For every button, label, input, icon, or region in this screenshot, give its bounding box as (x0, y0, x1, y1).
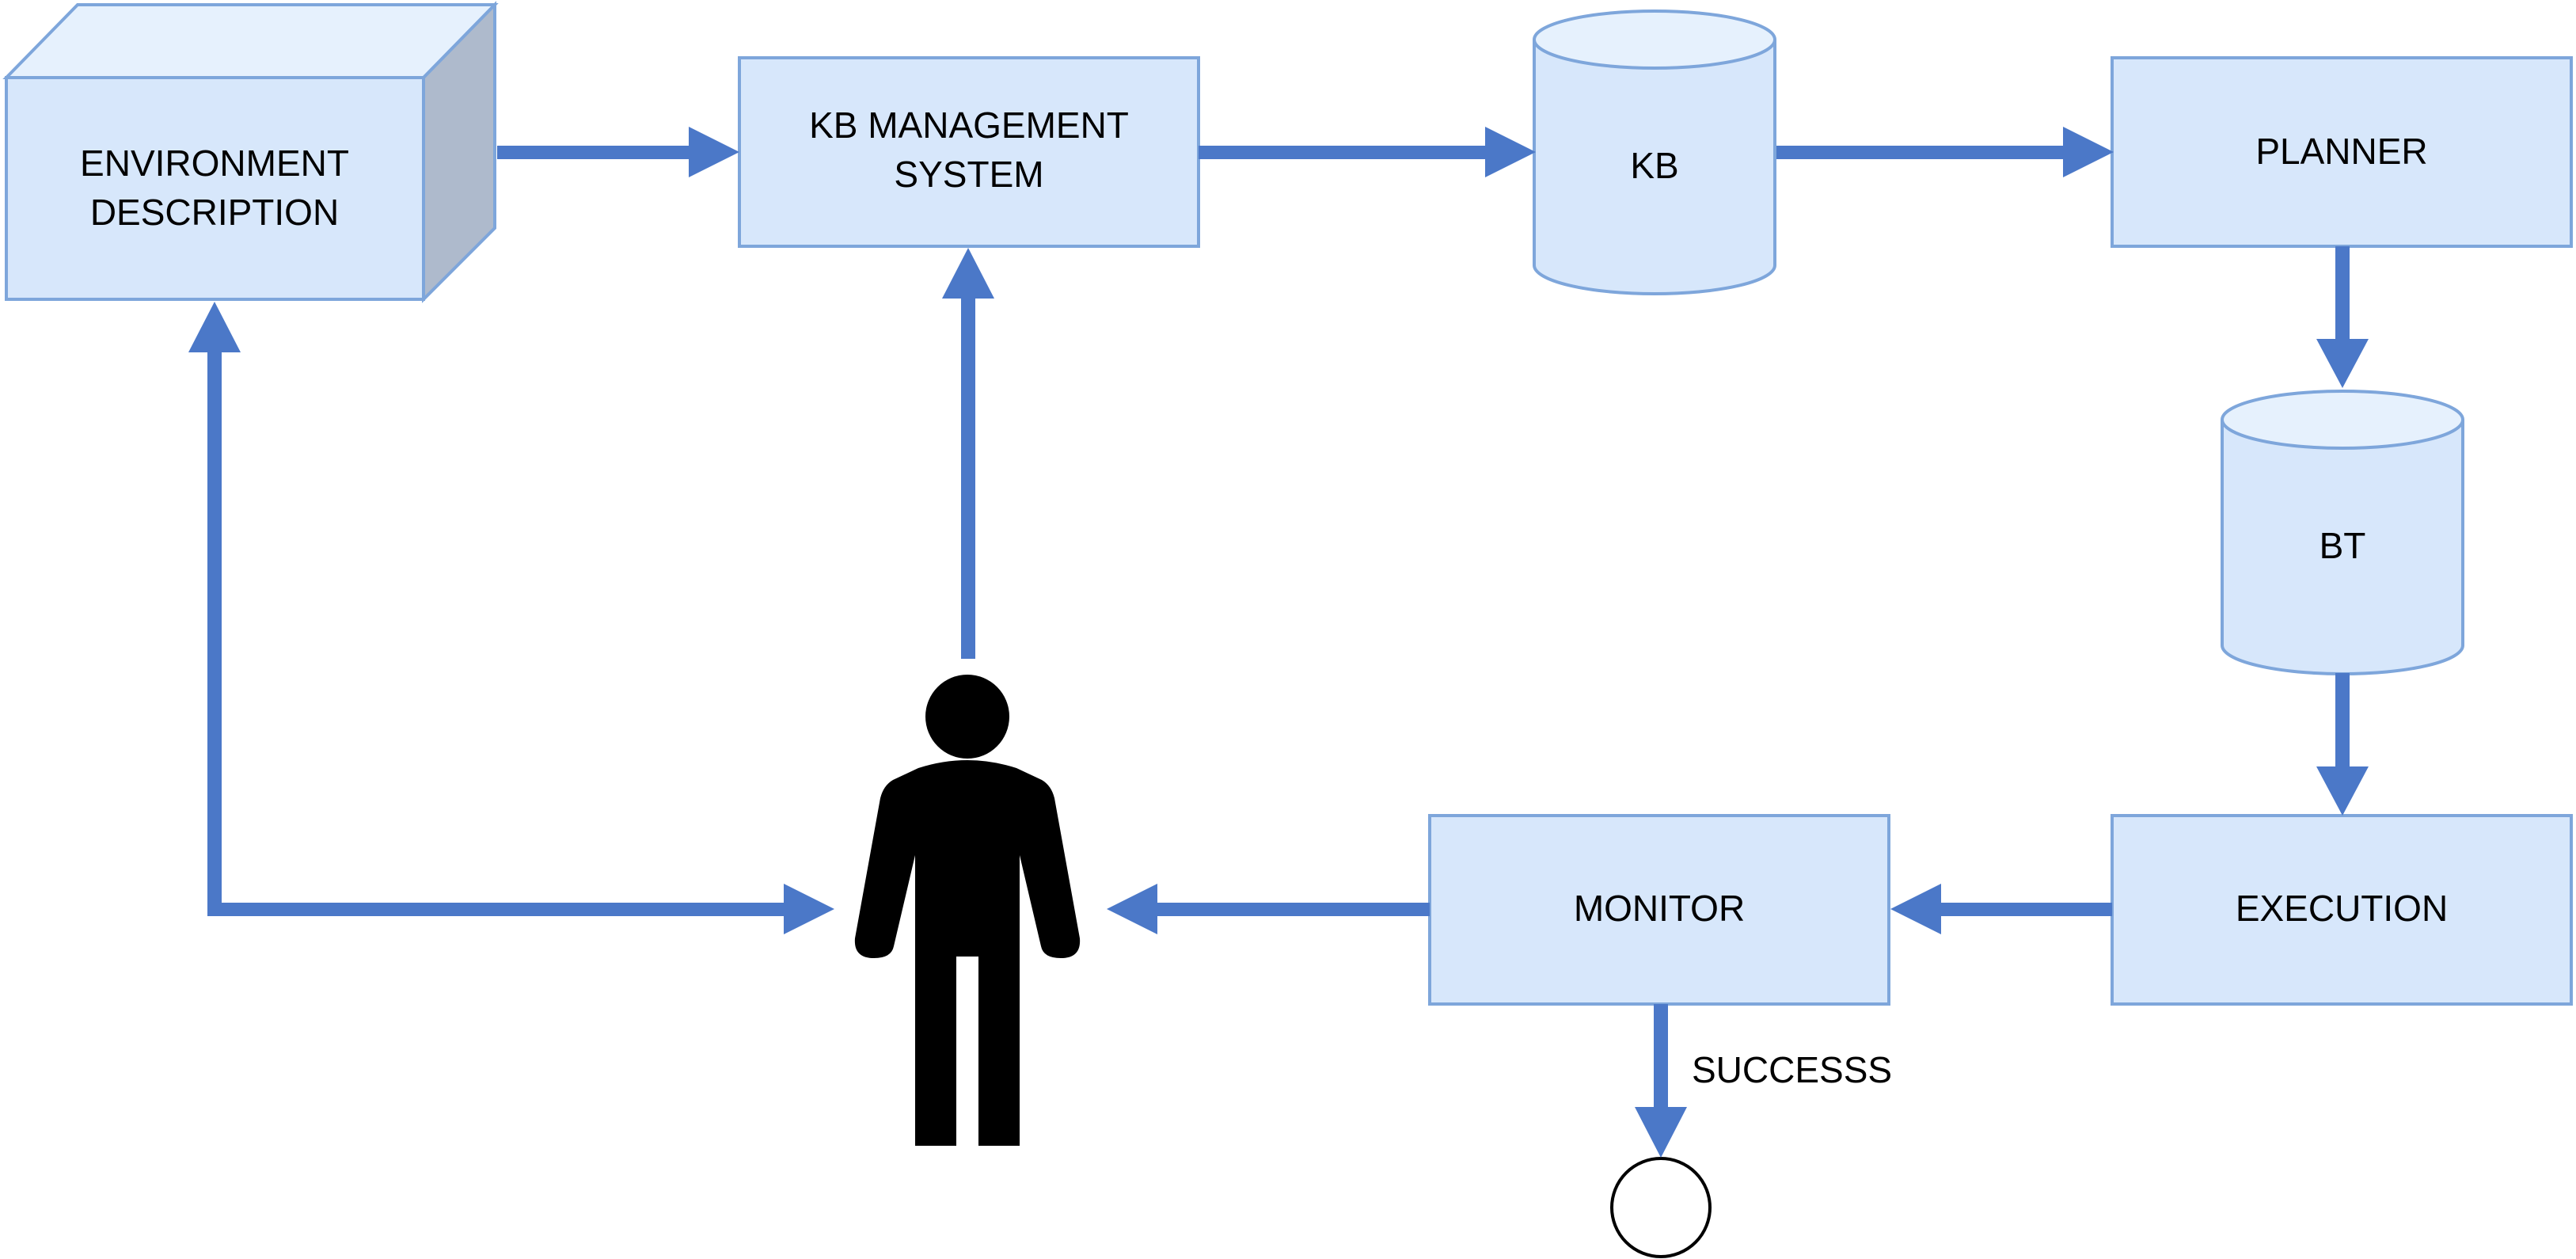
environment-label-line2: DESCRIPTION (90, 192, 339, 233)
bt-database-node[interactable]: BT (2221, 390, 2464, 675)
arrow-execution-to-monitor (1890, 884, 2112, 934)
planner-node[interactable]: PLANNER (2111, 56, 2573, 248)
planner-label: PLANNER (2255, 131, 2427, 172)
success-edge-label: SUCCESSS (1692, 1049, 1892, 1090)
bt-label: BT (2320, 525, 2366, 566)
arrow-person-environment (188, 302, 834, 934)
arrow-bt-to-execution (2316, 673, 2369, 816)
environment-box-front (5, 76, 425, 301)
kb-management-label-line1: KB MANAGEMENT (809, 105, 1129, 146)
kb-management-label-line2: SYSTEM (894, 154, 1043, 195)
planner-box (2111, 56, 2573, 248)
kb-management-box (738, 56, 1200, 248)
kb-cylinder-top (1533, 10, 1776, 70)
kb-management-system-node[interactable]: KB MANAGEMENT SYSTEM (738, 56, 1200, 248)
arrow-monitor-to-end (1635, 1004, 1687, 1158)
monitor-box (1428, 814, 1890, 1006)
person-icon (854, 675, 1081, 1146)
execution-node[interactable]: EXECUTION (2111, 814, 2573, 1006)
arrow-planner-to-bt (2316, 246, 2369, 388)
environment-label-line1: ENVIRONMENT (80, 143, 349, 184)
kb-label: KB (1630, 145, 1678, 186)
end-circle-icon[interactable] (1610, 1157, 1712, 1258)
execution-box (2111, 814, 2573, 1006)
arrow-person-to-kb-management (942, 248, 994, 659)
arrow-kb-to-planner (1776, 127, 2114, 177)
kb-cylinder-body (1533, 40, 1776, 295)
bt-cylinder-top (2221, 390, 2464, 450)
environment-box-top (2, 3, 499, 79)
kb-database-node[interactable]: KB (1533, 10, 1776, 295)
execution-label: EXECUTION (2236, 888, 2448, 929)
environment-description-node[interactable]: ENVIRONMENT DESCRIPTION (2, 1, 499, 303)
monitor-label: MONITOR (1574, 888, 1745, 929)
monitor-node[interactable]: MONITOR (1428, 814, 1890, 1006)
arrow-monitor-to-person (1107, 884, 1430, 934)
arrow-kb-management-to-kb (1199, 127, 1536, 177)
arrow-environment-to-kb-management (497, 127, 739, 177)
